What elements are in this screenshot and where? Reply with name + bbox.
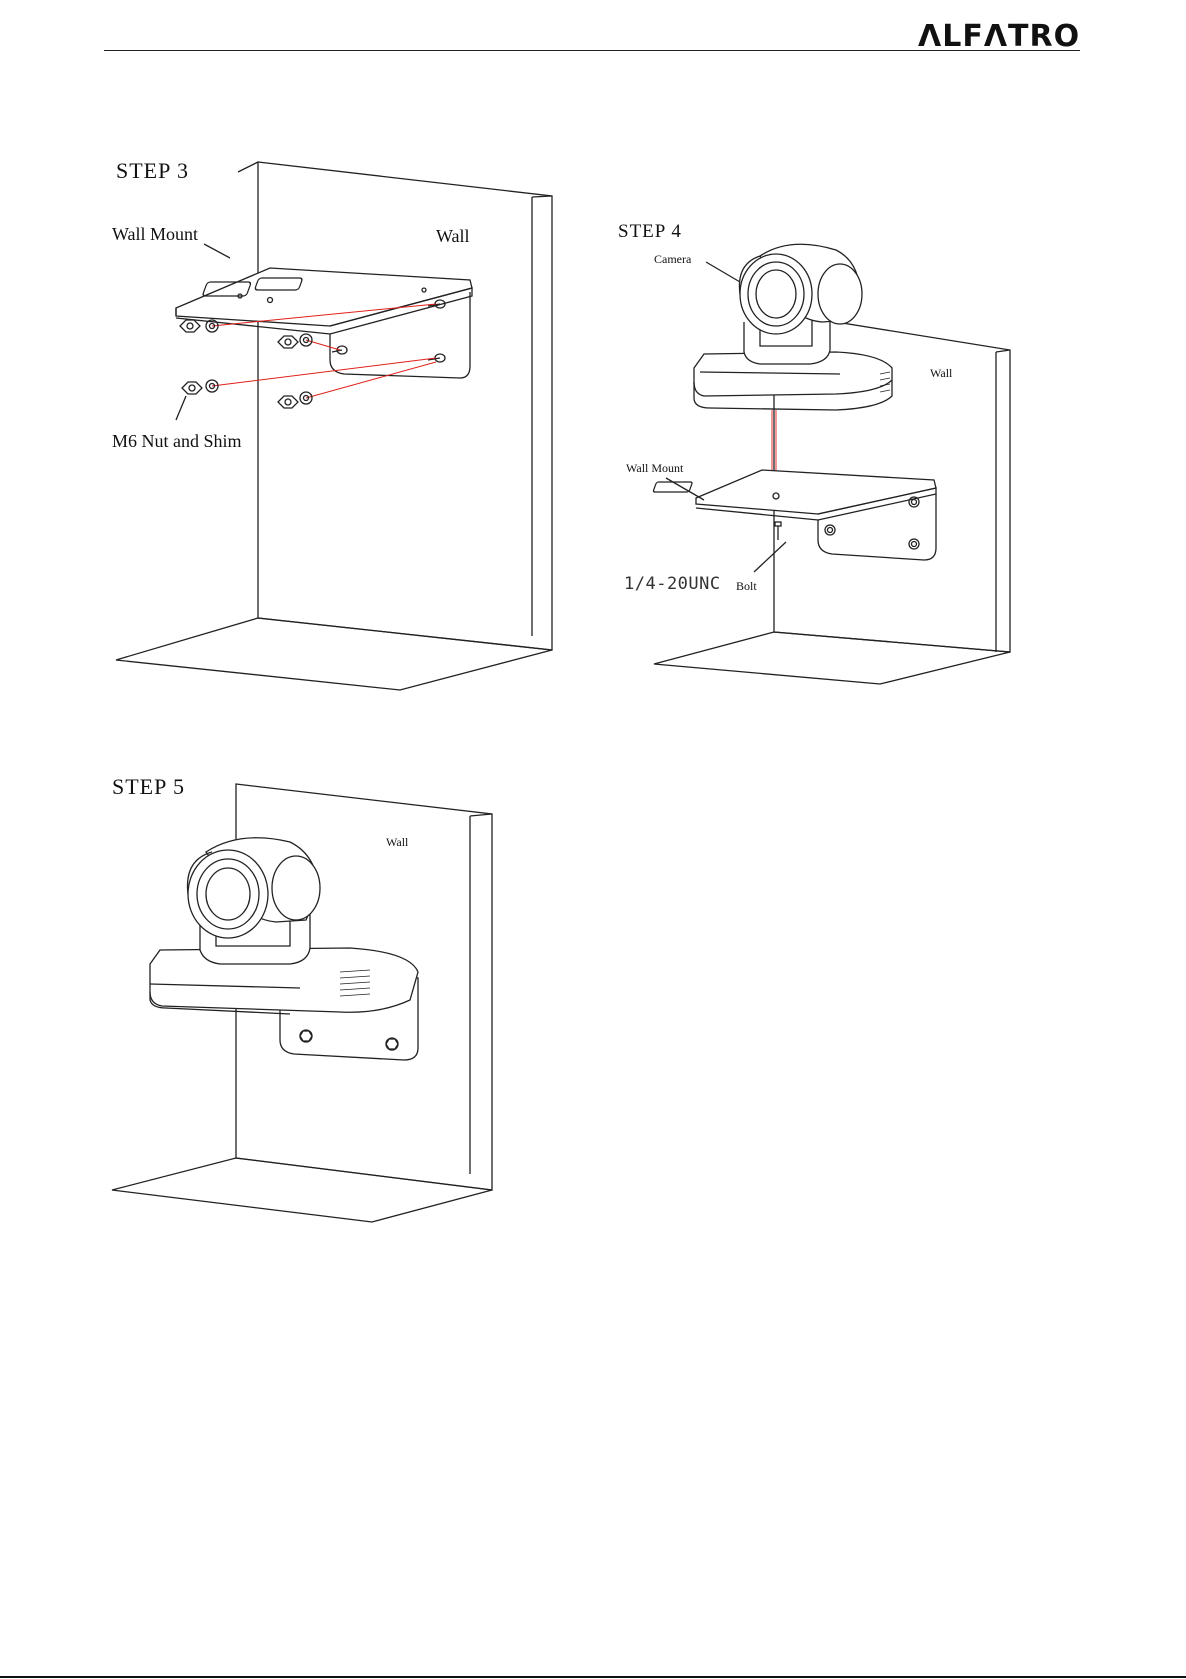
step5-wall-label: Wall	[386, 836, 408, 848]
step5-title: STEP 5	[112, 776, 185, 798]
step3-wall-mount-label: Wall Mount	[112, 225, 198, 243]
step3-nut-label: M6 Nut and Shim	[112, 432, 242, 450]
step4-diagram	[653, 244, 1010, 684]
step5-diagram	[112, 784, 492, 1222]
step4-camera-label: Camera	[654, 253, 691, 265]
footer-rule	[0, 1676, 1186, 1678]
step3-title: STEP 3	[116, 160, 189, 182]
step4-bolt-label: Bolt	[736, 580, 757, 592]
step4-camera-pointer	[706, 262, 740, 282]
step4-wall-label: Wall	[930, 367, 952, 379]
step3-wall-label: Wall	[436, 227, 470, 245]
step4-title: STEP 4	[618, 222, 682, 241]
step3-wall-mount-pointer	[204, 244, 230, 258]
step3-nut-pointer	[176, 396, 186, 420]
step4-wall-mount-label: Wall Mount	[626, 462, 683, 474]
step3-wall	[258, 162, 552, 650]
step4-bolt-spec-label: 1/4-20UNC	[624, 576, 721, 593]
step4-wall-mount-pointer	[666, 478, 704, 500]
